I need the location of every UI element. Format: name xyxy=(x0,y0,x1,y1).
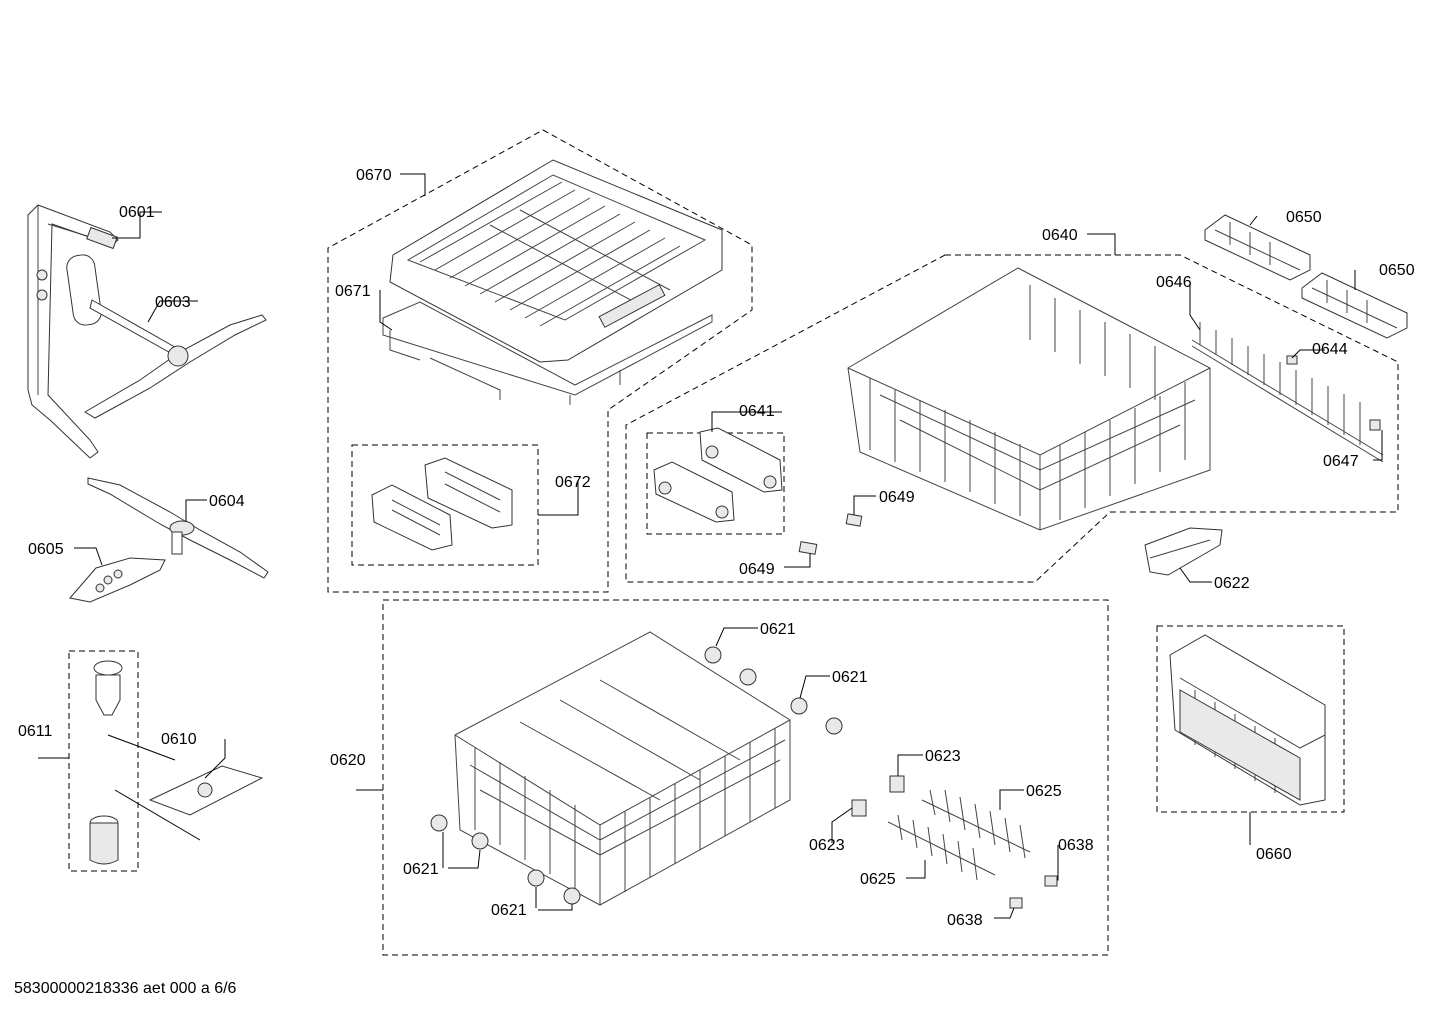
part-label-0641: 0641 xyxy=(739,403,775,420)
part-label-0647: 0647 xyxy=(1323,453,1359,470)
part-label-0604: 0604 xyxy=(209,493,245,510)
part-label-0601: 0601 xyxy=(119,204,155,221)
clip-0623-lower-part xyxy=(851,799,867,817)
stopper-0649-upper-part xyxy=(845,513,863,527)
part-label-0603: 0603 xyxy=(155,294,191,311)
part-label-0611: 0611 xyxy=(18,723,53,740)
part-label-0649-upper: 0649 xyxy=(879,489,915,506)
group-outline-rack-adjuster xyxy=(646,432,785,535)
part-label-0623-upper: 0623 xyxy=(925,748,961,765)
part-label-0649-lower: 0649 xyxy=(739,561,775,578)
part-label-0610: 0610 xyxy=(161,731,197,748)
tine-row-0625-upper-part xyxy=(921,789,1031,859)
group-outline-lower-rack xyxy=(382,599,1109,956)
cutlery-basket-part xyxy=(1169,634,1326,806)
cutlery-tray-part xyxy=(389,159,723,363)
group-outline-upper-rack xyxy=(625,254,1399,583)
part-label-0640: 0640 xyxy=(1042,227,1078,244)
tine-row-0625-lower-part xyxy=(887,814,996,881)
spray-pipe-part xyxy=(27,204,119,459)
part-label-0625-lower: 0625 xyxy=(860,871,896,888)
clip-0638-upper-part xyxy=(1044,875,1058,887)
part-label-0644: 0644 xyxy=(1312,341,1348,358)
micro-filter-cover-part xyxy=(69,557,166,603)
group-outline-rail-clips xyxy=(351,444,539,566)
part-label-0625-upper: 0625 xyxy=(1026,783,1062,800)
fine-filter-part xyxy=(89,815,119,865)
filter-plate-part xyxy=(148,765,264,816)
part-label-0620: 0620 xyxy=(330,752,366,769)
part-label-0621-top-1: 0621 xyxy=(760,621,796,638)
part-label-0650-lower: 0650 xyxy=(1379,262,1415,279)
lower-rack-part xyxy=(454,631,791,906)
coarse-filter-part xyxy=(93,660,123,716)
part-label-0621-top-2: 0621 xyxy=(832,669,868,686)
part-label-0621-bottom-2: 0621 xyxy=(491,902,527,919)
rack-flap-part-2 xyxy=(1301,272,1408,339)
group-outline-cutlery-basket xyxy=(1156,625,1345,813)
part-label-0671: 0671 xyxy=(335,283,371,300)
group-outline-filter xyxy=(68,650,139,872)
upper-rack-part xyxy=(847,267,1211,531)
leader-lines xyxy=(38,173,1383,919)
part-label-0638-lower: 0638 xyxy=(947,912,983,929)
cup-shelf-part xyxy=(1191,322,1384,463)
clip-0623-upper-part xyxy=(889,775,905,793)
part-label-0638-upper: 0638 xyxy=(1058,837,1094,854)
part-label-0670: 0670 xyxy=(356,167,392,184)
rack-handle-part xyxy=(1144,527,1223,576)
clip-0644-part xyxy=(1286,355,1298,365)
tray-rail-frame-part xyxy=(382,301,713,405)
document-reference-number: 58300000218336 aet 000 a 6/6 xyxy=(14,980,237,997)
clip-0638-lower-part xyxy=(1009,897,1023,909)
part-label-0672: 0672 xyxy=(555,474,591,491)
rail-clips-part xyxy=(371,457,513,551)
filter-assembly-guide xyxy=(107,734,201,841)
part-label-0622: 0622 xyxy=(1214,575,1250,592)
wheel-parts xyxy=(430,646,843,905)
part-label-0646: 0646 xyxy=(1156,274,1192,291)
upper-spray-arm-part xyxy=(66,254,267,419)
rack-flap-part-1 xyxy=(1204,214,1311,281)
part-label-0621-bottom-1: 0621 xyxy=(403,861,439,878)
part-label-0650-upper: 0650 xyxy=(1286,209,1322,226)
stopper-0649-lower-part xyxy=(798,541,818,555)
part-label-0660: 0660 xyxy=(1256,846,1292,863)
part-label-0623-lower: 0623 xyxy=(809,837,845,854)
part-label-0605: 0605 xyxy=(28,541,64,558)
clip-0647-part xyxy=(1369,419,1381,431)
lower-spray-arm-part xyxy=(87,477,269,579)
rack-adjuster-part xyxy=(653,427,783,523)
